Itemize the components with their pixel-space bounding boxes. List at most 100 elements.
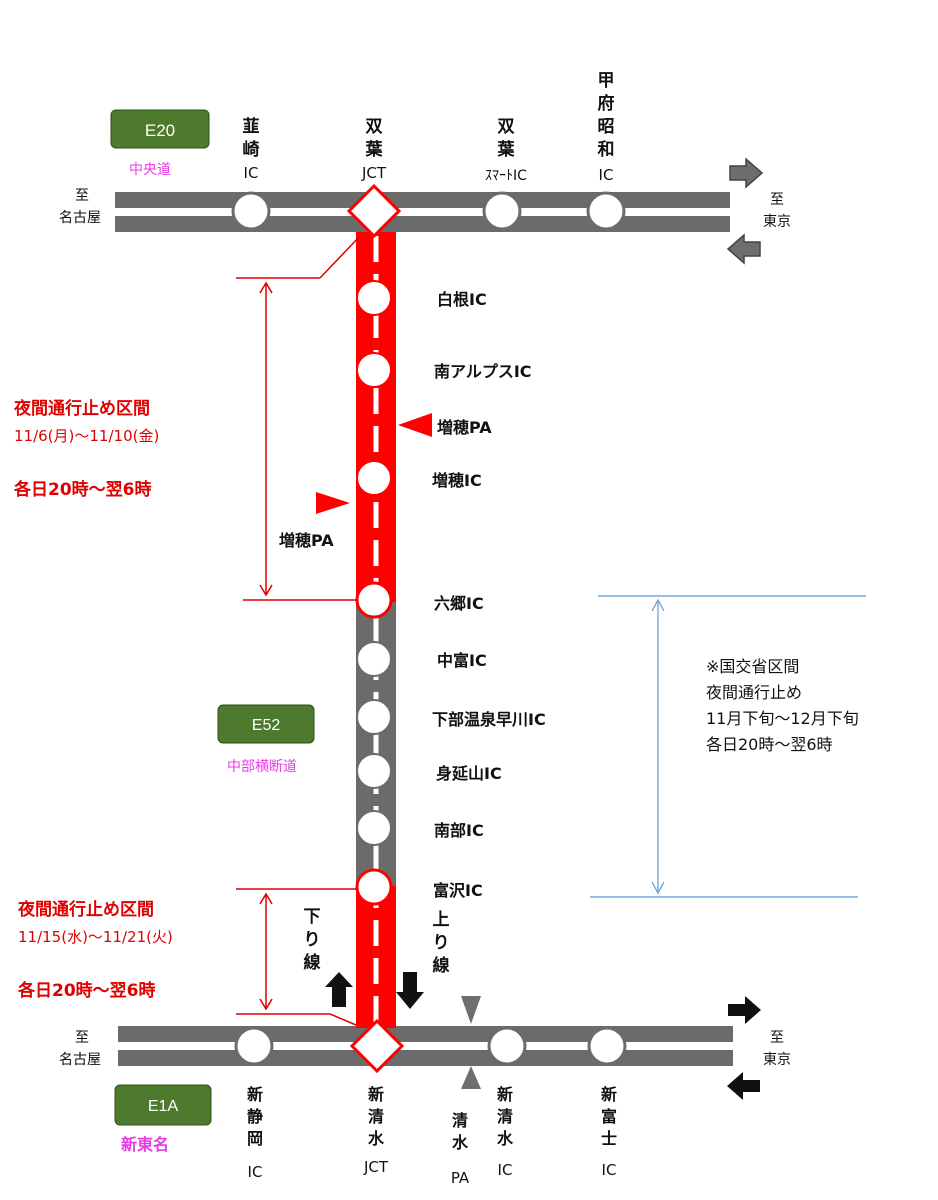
nanbu-ic-label: 南部IC	[434, 821, 484, 840]
svg-text:府: 府	[598, 93, 615, 114]
svg-text:双: 双	[366, 117, 383, 137]
kofu-showa-ic-marker	[586, 191, 626, 231]
svg-text:水: 水	[452, 1133, 469, 1152]
shimizu-pa-label: 清 水 PA	[451, 1111, 470, 1187]
nirasaki-ic-label: 韮 崎 IC	[243, 117, 260, 182]
svg-text:新: 新	[497, 1085, 513, 1104]
svg-text:線: 線	[433, 955, 450, 976]
rokugo-ic-marker	[355, 581, 393, 619]
masuho-ic-marker	[356, 460, 392, 496]
shimizu-pa-upper-marker	[461, 996, 481, 1024]
westbound-arrow-icon	[727, 1072, 760, 1100]
futaba-jct-marker	[346, 183, 402, 239]
closure-north-title: 夜間通行止め区間	[13, 398, 150, 419]
top-road-lower-lane	[115, 216, 730, 232]
mlit-section-bracket	[590, 595, 866, 898]
svg-text:各日20時～翌6時: 各日20時～翌6時	[706, 735, 833, 754]
futaba-smart-ic-marker	[482, 191, 522, 231]
nakatomi-ic-label: 中富IC	[437, 651, 487, 670]
svg-text:東京: 東京	[763, 1052, 791, 1068]
shin-shizuoka-ic-marker	[234, 1026, 274, 1066]
e1a-badge-label: E1A	[148, 1098, 179, 1115]
bottom-road-direction-arrows	[727, 996, 761, 1100]
svg-text:士: 士	[601, 1129, 617, 1148]
svg-text:水: 水	[368, 1129, 385, 1148]
shimobe-onsen-hayakawa-ic-marker	[356, 699, 392, 735]
svg-text:清: 清	[368, 1107, 384, 1126]
top-road	[115, 192, 730, 232]
futaba-jct-label: 双 葉 JCT	[361, 117, 387, 182]
svg-text:甲: 甲	[598, 71, 615, 91]
svg-text:崎: 崎	[243, 139, 260, 160]
shin-shimizu-ic-label: 新 清 水 IC	[497, 1085, 514, 1179]
closure-south-notice: 夜間通行止め区間 11/15(水)～11/21(火) 各日20時～翌6時	[17, 899, 173, 1001]
svg-text:線: 線	[304, 952, 321, 973]
svg-text:ｽﾏｰﾄIC: ｽﾏｰﾄIC	[485, 168, 527, 184]
svg-text:PA: PA	[451, 1169, 470, 1187]
bottom-road-lower-lane	[118, 1050, 733, 1066]
bottom-road-upper-lane	[118, 1026, 733, 1042]
masuho-ic-label: 増穂IC	[432, 471, 482, 490]
top-road-direction-arrows	[726, 157, 764, 265]
svg-text:下: 下	[304, 907, 321, 927]
svg-text:夜間通行止め: 夜間通行止め	[706, 683, 802, 702]
vertical-road	[356, 232, 396, 1028]
svg-text:り: り	[433, 933, 450, 953]
nanbu-ic-marker	[356, 810, 392, 846]
svg-text:清: 清	[452, 1111, 468, 1130]
svg-text:至: 至	[75, 1030, 89, 1046]
closure-south-title: 夜間通行止め区間	[17, 899, 154, 920]
shirane-ic-marker	[356, 280, 392, 316]
nirasaki-ic-marker	[231, 191, 271, 231]
svg-text:双: 双	[498, 117, 515, 137]
svg-text:新: 新	[368, 1085, 384, 1104]
top-road-stations	[231, 183, 626, 239]
e20-badge-label: E20	[145, 121, 175, 140]
futaba-smart-ic-label: 双 葉 ｽﾏｰﾄIC	[485, 117, 527, 184]
mlit-notice: ※国交省区間 夜間通行止め 11月下旬～12月下旬 各日20時～翌6時	[706, 657, 859, 754]
top-right-destination: 至 東京	[763, 192, 791, 230]
shimizu-pa-lower-marker	[461, 1066, 481, 1089]
masuho-pa-up-marker	[398, 413, 432, 437]
svg-text:静: 静	[247, 1107, 263, 1126]
e52-badge: E52	[217, 704, 315, 744]
svg-text:IC: IC	[498, 1161, 513, 1179]
eastbound-arrow-icon	[728, 996, 761, 1024]
shin-shizuoka-ic-label: 新 静 岡 IC	[247, 1085, 263, 1181]
nakatomi-ic-marker	[356, 641, 392, 677]
bottom-road-stations	[234, 996, 627, 1089]
svg-text:名古屋: 名古屋	[59, 210, 101, 226]
masuho-pa-up-label: 増穂PA	[437, 418, 492, 437]
closure-south-hours: 各日20時～翌6時	[17, 980, 156, 1001]
closure-south-bracket	[236, 888, 358, 1026]
closure-north-hours: 各日20時～翌6時	[13, 479, 152, 500]
svg-text:清: 清	[497, 1107, 513, 1126]
bottom-left-destination: 至 名古屋	[59, 1030, 101, 1068]
svg-text:韮: 韮	[243, 117, 260, 137]
svg-text:上: 上	[433, 910, 450, 930]
down-line-arrow-icon	[325, 972, 353, 1007]
shimobe-onsen-hayakawa-ic-label: 下部温泉早川IC	[432, 710, 546, 729]
svg-text:IC: IC	[599, 166, 614, 184]
svg-text:新: 新	[601, 1085, 617, 1104]
up-line-arrow-icon	[396, 972, 424, 1009]
svg-text:JCT: JCT	[361, 164, 387, 182]
svg-text:IC: IC	[248, 1163, 263, 1181]
minami-alps-ic-label: 南アルプスIC	[434, 362, 532, 381]
e20-badge: E20	[110, 109, 210, 149]
svg-text:葉: 葉	[365, 139, 384, 160]
svg-text:JCT: JCT	[363, 1158, 389, 1176]
westbound-arrow-icon	[726, 233, 761, 265]
svg-text:葉: 葉	[497, 139, 516, 160]
minobusan-ic-label: 身延山IC	[436, 764, 502, 783]
shin-shimizu-jct-label: 新 清 水 JCT	[363, 1085, 389, 1176]
e1a-road-name: 新東名	[121, 1135, 169, 1154]
svg-text:IC: IC	[244, 164, 259, 182]
closure-north-bracket	[236, 233, 363, 601]
shin-fuji-ic-label: 新 富 士 IC	[601, 1085, 617, 1179]
e52-badge-label: E52	[252, 717, 281, 734]
svg-text:和: 和	[598, 140, 615, 160]
svg-text:至: 至	[770, 1030, 784, 1046]
vertical-road-stations	[355, 280, 393, 906]
svg-text:名古屋: 名古屋	[59, 1052, 101, 1068]
